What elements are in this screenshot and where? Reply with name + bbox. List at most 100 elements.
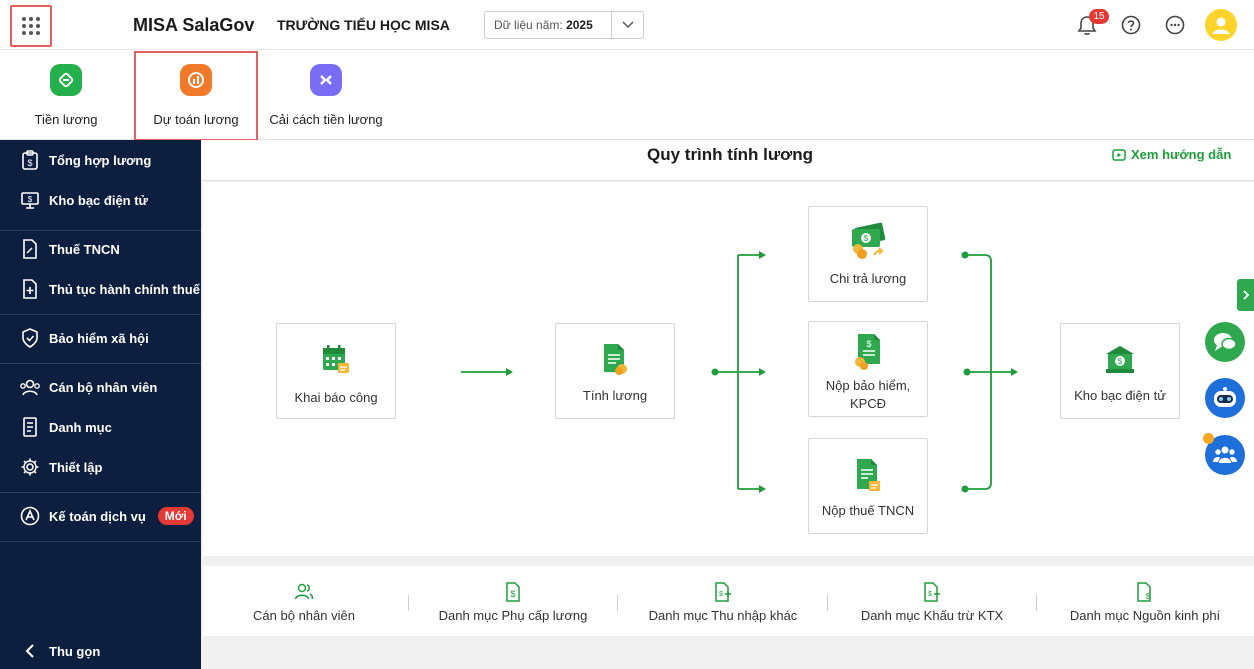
- sidebar-item-pit[interactable]: Thuế TNCN: [0, 229, 201, 269]
- grid-icon: [22, 17, 40, 35]
- help-icon[interactable]: [1119, 13, 1143, 37]
- app-bar: Tiền lương Dự toán lương Cải cách tiền l…: [0, 50, 1254, 141]
- flow-node-calc-salary[interactable]: Tính lương: [555, 323, 675, 419]
- sidebar-item-service-accounting[interactable]: Kế toán dịch vụ Mới: [0, 496, 201, 536]
- app-tile-label: Tiền lương: [34, 112, 98, 127]
- flow-node-pay-pit[interactable]: Nộp thuế TNCN: [808, 438, 928, 534]
- community-button[interactable]: [1205, 435, 1245, 475]
- sidebar-item-staff[interactable]: Cán bộ nhân viên: [0, 367, 201, 407]
- shortcut-other-income[interactable]: $ Danh mục Thu nhập khác: [643, 566, 803, 636]
- app-tile-reform[interactable]: Cải cách tiền lương: [266, 52, 386, 140]
- expand-panel-tab[interactable]: [1237, 279, 1254, 311]
- list-doc-icon: [19, 417, 41, 437]
- flow-node-label: Khai báo công: [294, 390, 378, 405]
- flow-node-attendance[interactable]: Khai báo công: [276, 323, 396, 419]
- svg-text:$: $: [864, 234, 869, 243]
- chat-button[interactable]: [1205, 322, 1245, 362]
- gear-icon: [19, 457, 41, 477]
- sidebar-divider: [0, 492, 201, 493]
- flow-node-label: Nộp bảo hiểm, KPCĐ: [825, 378, 911, 411]
- page-title: Quy trình tính lương: [647, 145, 814, 164]
- avatar[interactable]: [1205, 9, 1237, 41]
- sidebar-item-catalog[interactable]: Danh mục: [0, 407, 201, 447]
- shortcut-staff[interactable]: Cán bộ nhân viên: [233, 566, 375, 636]
- accounting-icon: [19, 506, 41, 526]
- play-video-icon: [1112, 148, 1126, 161]
- robot-icon: [1214, 387, 1236, 407]
- top-header: MISA SalaGov TRƯỜNG TIỂU HỌC MISA Dữ liệ…: [0, 0, 1254, 50]
- svg-text:$: $: [928, 591, 932, 598]
- svg-text:$: $: [1118, 357, 1123, 366]
- staff-icon: [19, 378, 41, 396]
- group-icon: [1213, 446, 1237, 463]
- shortcut-label: Danh mục Khấu trừ KTX: [860, 608, 1004, 623]
- sidebar-item-label: Thủ tục hành chính thuế: [49, 281, 200, 297]
- year-value: 2025: [566, 18, 593, 32]
- budget-icon: [180, 64, 212, 96]
- app-tile-budget[interactable]: Dự toán lương: [134, 51, 258, 141]
- sidebar-item-social-insurance[interactable]: Bảo hiểm xã hội: [0, 318, 201, 358]
- sidebar-item-label: Thuế TNCN: [49, 241, 120, 257]
- shortcut-allowance[interactable]: $ Danh mục Phụ cấp lương: [428, 566, 598, 636]
- sidebar-item-tax-procedure[interactable]: Thủ tục hành chính thuế: [0, 269, 201, 309]
- flow-node-treasury[interactable]: $ Kho bạc điện tử: [1060, 323, 1180, 419]
- app-tile-salary[interactable]: Tiền lương: [22, 52, 110, 140]
- sidebar-divider: [0, 363, 201, 364]
- sidebar-collapse-button[interactable]: Thu gọn: [0, 631, 201, 669]
- chat-icon: [1214, 333, 1237, 351]
- flow-node-pay-insurance[interactable]: $ Nộp bảo hiểm, KPCĐ: [808, 321, 928, 417]
- collapse-label: Thu gọn: [49, 643, 101, 659]
- chevron-down-icon[interactable]: [611, 12, 643, 38]
- shortcut-deduction[interactable]: $ Danh mục Khấu trừ KTX: [857, 566, 1007, 636]
- clipboard-money-icon: $: [19, 150, 41, 170]
- sidebar-item-label: Kế toán dịch vụ: [49, 508, 146, 524]
- process-flow: Khai báo công Tính lương $ Chi trả lương…: [203, 182, 1254, 556]
- separator: [1036, 595, 1037, 611]
- treasury-monitor-icon: $: [19, 191, 41, 209]
- sidebar-item-settings[interactable]: Thiết lập: [0, 447, 201, 487]
- school-name: TRƯỜNG TIỂU HỌC MISA: [277, 17, 450, 33]
- sidebar-item-treasury[interactable]: $ Kho bạc điện tử: [0, 180, 201, 220]
- allowance-icon: $: [505, 582, 521, 602]
- separator: [827, 595, 828, 611]
- svg-text:$: $: [28, 195, 33, 204]
- money-pay-icon: $: [848, 221, 888, 266]
- sidebar-item-label: Danh mục: [49, 419, 112, 435]
- notification-badge: 15: [1089, 9, 1109, 24]
- tax-doc-icon: [19, 239, 41, 259]
- bank-icon: $: [1104, 344, 1136, 379]
- shortcut-label: Danh mục Thu nhập khác: [648, 608, 798, 623]
- svg-text:$: $: [510, 589, 515, 599]
- flow-node-label: Chi trả lương: [829, 271, 907, 286]
- doc-plus-icon: [19, 279, 41, 299]
- sidebar-divider: [0, 541, 201, 542]
- sidebar-item-label: Kho bạc điện tử: [49, 192, 148, 208]
- year-select[interactable]: Dữ liệu năm: 2025: [484, 11, 644, 39]
- more-options-icon[interactable]: [1163, 13, 1187, 37]
- app-tile-label: Dự toán lương: [153, 112, 239, 127]
- flow-node-label: Nộp thuế TNCN: [821, 503, 915, 518]
- shortcut-label: Cán bộ nhân viên: [253, 608, 355, 623]
- bot-assistant-button[interactable]: [1205, 378, 1245, 418]
- salary-icon: [50, 64, 82, 96]
- separator: [408, 595, 409, 611]
- fund-icon: $: [1136, 582, 1154, 602]
- notification-dot: [1203, 433, 1214, 444]
- shield-check-icon: [19, 328, 41, 348]
- year-label: Dữ liệu năm:: [494, 18, 563, 32]
- sidebar-item-label: Thiết lập: [49, 459, 103, 475]
- flow-node-pay-salary[interactable]: $ Chi trả lương: [808, 206, 928, 302]
- chevron-right-icon: [1242, 290, 1249, 300]
- shortcut-fund-source[interactable]: $ Danh mục Nguồn kinh phí: [1065, 566, 1225, 636]
- shortcut-label: Danh mục Nguồn kinh phí: [1069, 608, 1221, 623]
- view-guide-link[interactable]: Xem hướng dẫn: [1112, 147, 1231, 162]
- svg-text:$: $: [866, 339, 871, 349]
- app-launcher-button[interactable]: [10, 5, 52, 47]
- salary-sheet-icon: [600, 342, 630, 381]
- tax-pay-icon: [853, 457, 883, 498]
- flow-connectors: [461, 251, 1018, 493]
- sidebar-item-payroll-summary[interactable]: $ Tổng hợp lương: [0, 140, 201, 180]
- reform-icon: [310, 64, 342, 96]
- deduction-icon: $: [923, 582, 941, 602]
- sidebar: $ Tổng hợp lương $ Kho bạc điện tử Thuế …: [0, 140, 201, 669]
